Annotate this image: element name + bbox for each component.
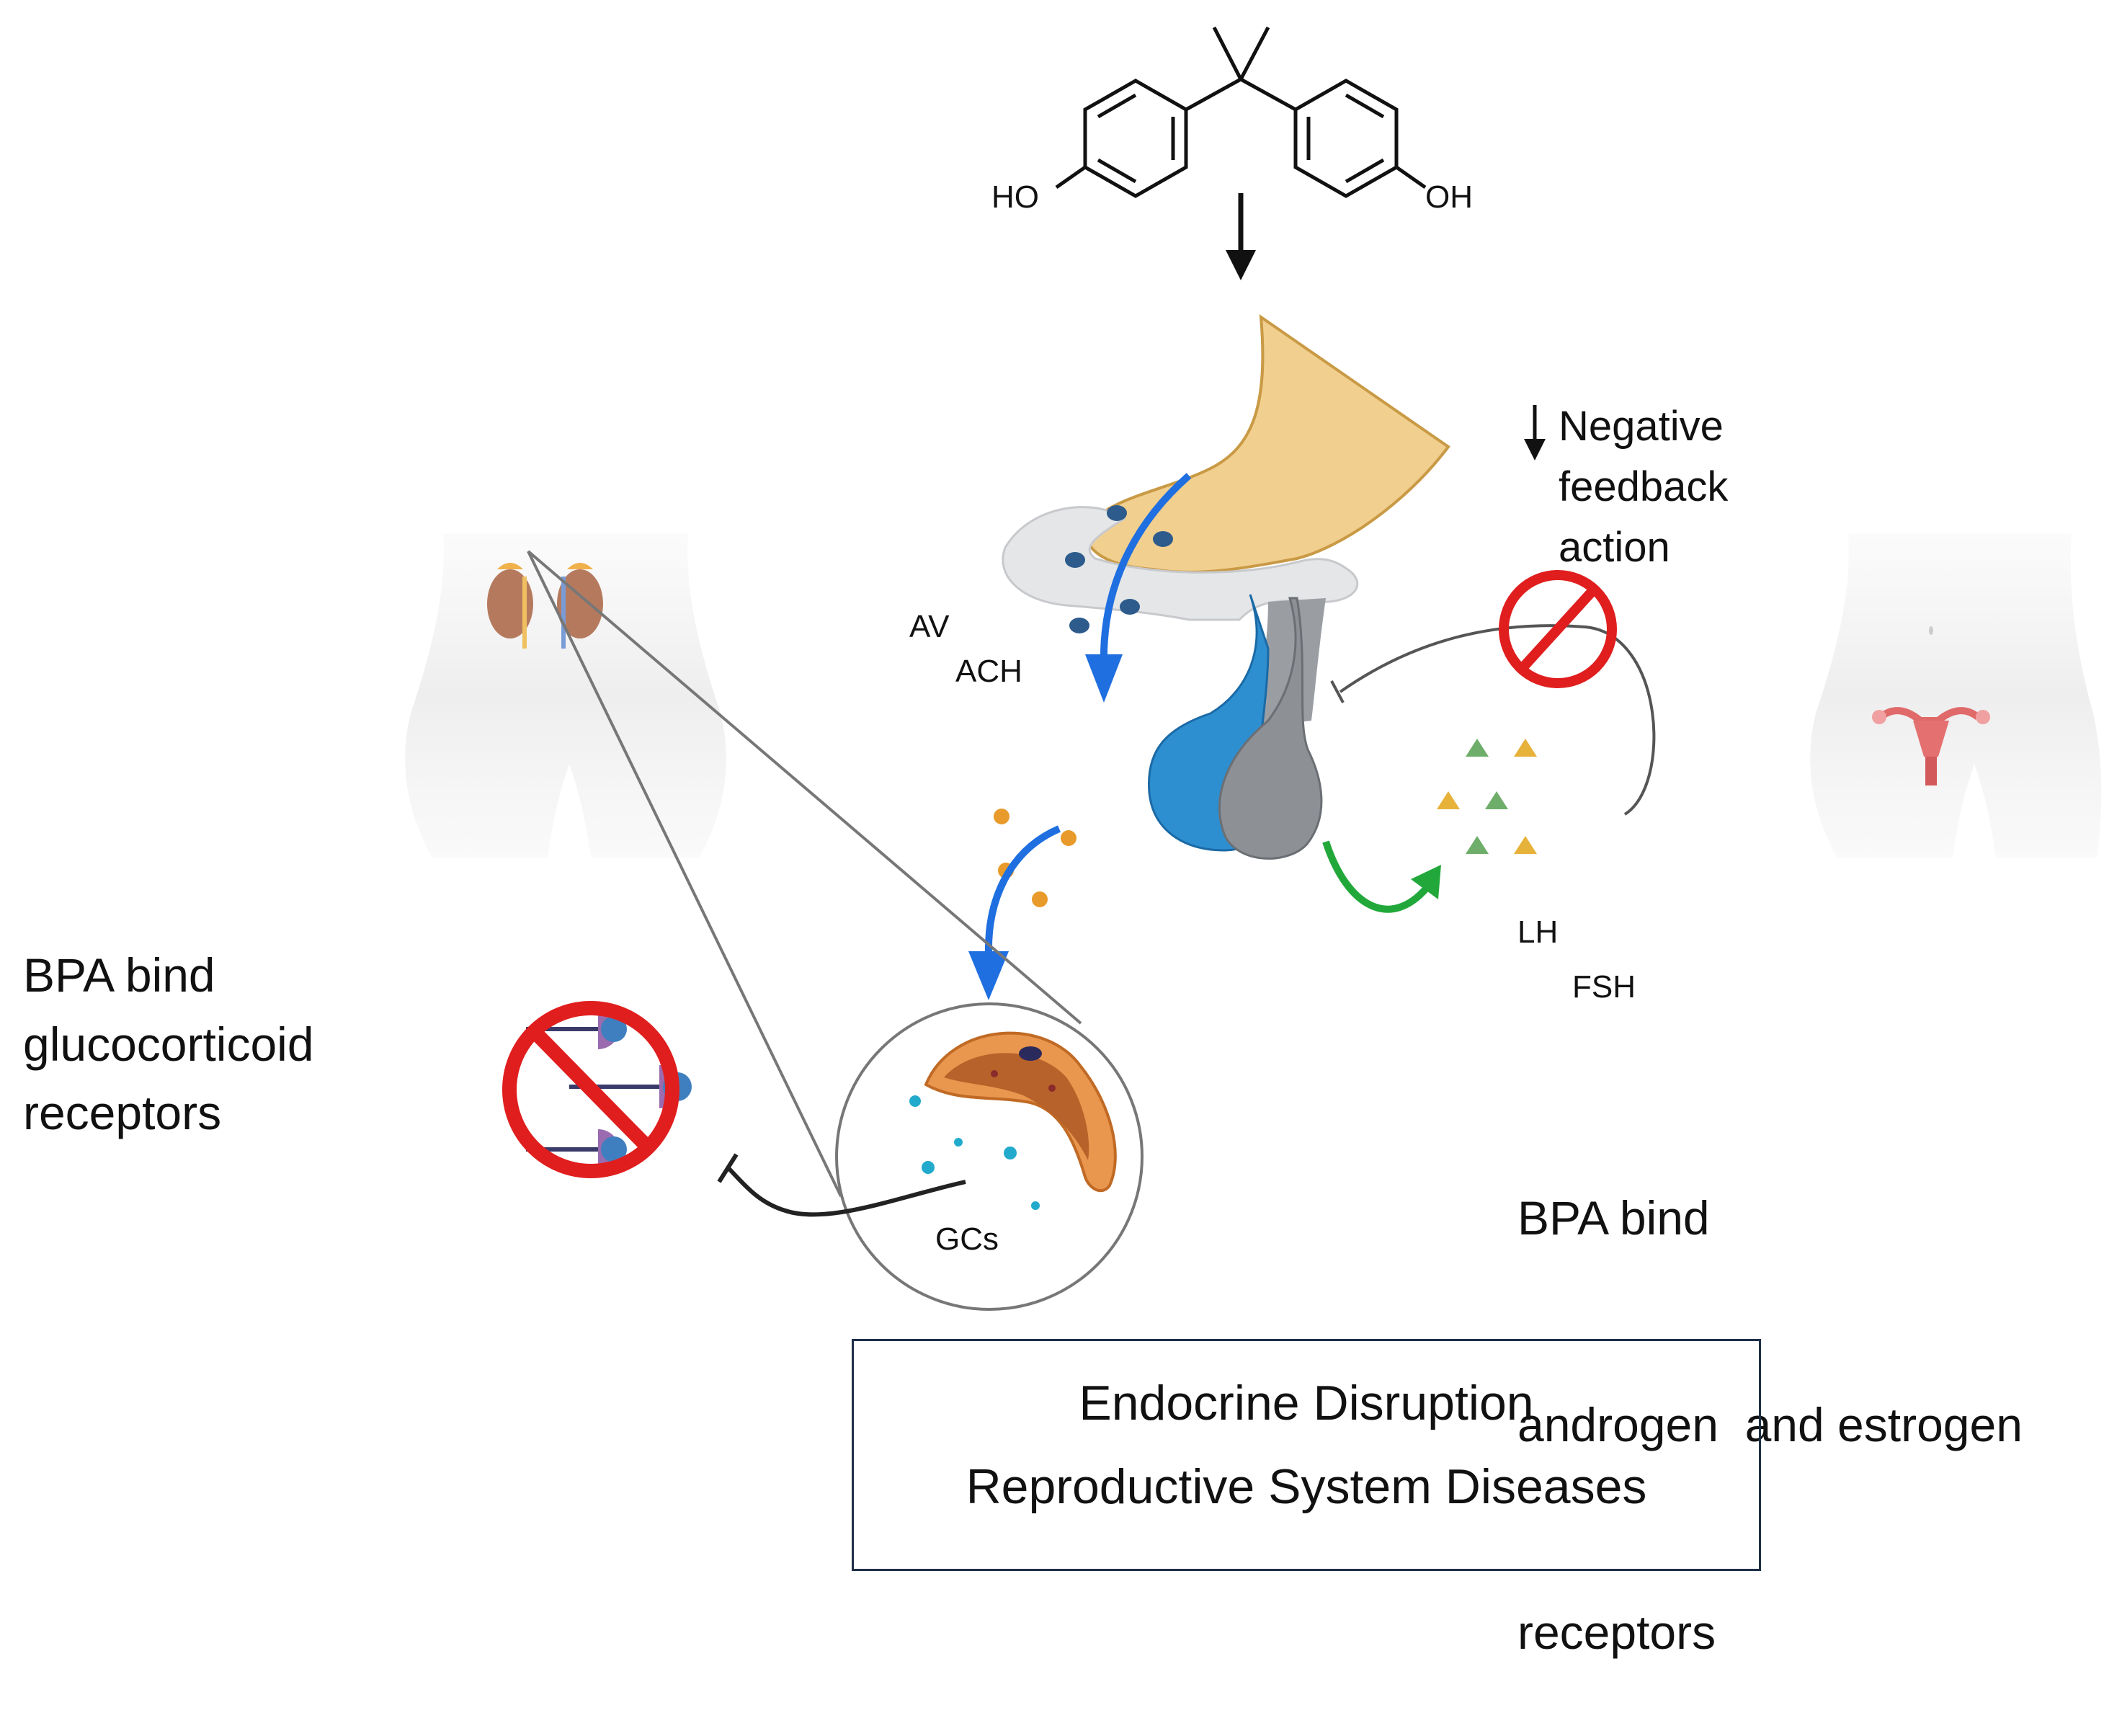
female-body-left [405, 533, 726, 858]
left-text-line-2: glucocorticoid [23, 1017, 314, 1071]
lh-label: LH [1517, 914, 1559, 950]
gcs-label: GCs [935, 1221, 999, 1257]
gonadotropin-triangles [1437, 739, 1537, 854]
uterus-icon [1872, 707, 1990, 785]
brain-tissue [1002, 506, 1359, 621]
right-text-line-3: receptors [1517, 1605, 1716, 1659]
female-body-right [1810, 533, 2102, 858]
negative-feedback-curve [1339, 624, 1656, 816]
kidney-left [487, 569, 533, 638]
outcome-box: Endocrine Disruption Reproductive System… [852, 1339, 1761, 1571]
left-text-line-1: BPA bind [23, 948, 215, 1002]
oh-label: OH [1425, 179, 1473, 215]
blue-arrow-to-pituitary [1100, 473, 1192, 664]
bpa-endocrine-diagram [405, 26, 2102, 1311]
fsh-label: FSH [1572, 969, 1636, 1005]
right-text-line-1: BPA bind [1517, 1191, 1710, 1245]
pituitary-stalk [1254, 598, 1326, 728]
pituitary-hormone-dots [994, 809, 1076, 907]
negative-feedback-line-1: Negative [1559, 403, 1724, 450]
left-text-line-3: receptors [23, 1086, 222, 1140]
adrenal-zoom-circle [835, 1002, 1144, 1311]
prohibit-icon-left [502, 1001, 679, 1178]
outcome-line-1: Endocrine Disruption [1079, 1376, 1534, 1430]
ho-label: HO [991, 179, 1039, 215]
gc-inhibition-curve [726, 1165, 966, 1217]
posterior-pituitary [1218, 597, 1323, 860]
negative-feedback-label: Negative feedback action [1559, 396, 1728, 578]
neurosecretory-granules [1065, 505, 1173, 633]
green-arrow-to-gonadotropins [1322, 840, 1430, 913]
negative-feedback-line-2: feedback [1559, 463, 1729, 511]
hypothalamus [1085, 313, 1450, 574]
right-text-line-2: androgen and estrogen [1517, 1398, 2023, 1452]
zoom-lines [527, 550, 1082, 1197]
glucocorticoid-dots [909, 1095, 1040, 1210]
negative-feedback-line-3: action [1559, 524, 1670, 571]
blue-arrow-to-adrenal [984, 825, 1061, 956]
outcome-line-2: Reproductive System Diseases [966, 1459, 1647, 1514]
ach-label: ACH [955, 654, 1022, 689]
prohibit-icon-right [1499, 570, 1617, 688]
av-label: AV [909, 609, 950, 644]
bpa-molecule [1055, 26, 1427, 198]
left-receptor-text: BPA bind glucocorticoid receptors [23, 941, 455, 1148]
